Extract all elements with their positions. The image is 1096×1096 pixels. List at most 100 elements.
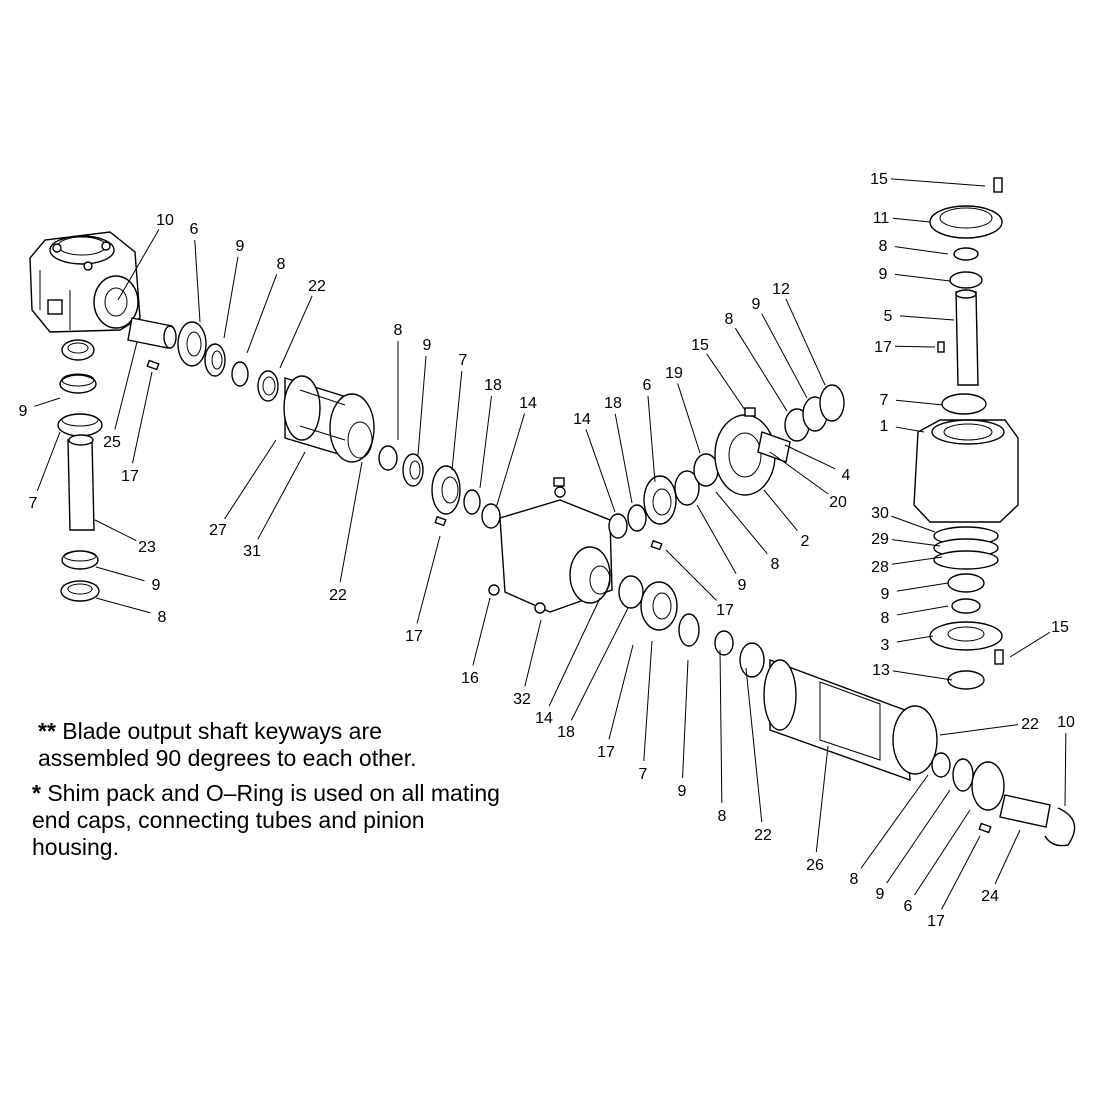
callout-leader-49: [895, 426, 925, 433]
part-number-label: 17: [716, 602, 734, 619]
left-bearing-stack: [57, 373, 103, 602]
part-number-label: 29: [871, 531, 889, 548]
callout-leader-18: [479, 395, 493, 489]
part-number-label: 17: [597, 744, 615, 761]
part-number-label: 9: [236, 238, 245, 255]
part-number-label: 14: [519, 395, 537, 412]
callout-leader-5: [34, 397, 61, 407]
callout-leader-60: [815, 745, 829, 853]
left-blade-shaft: [127, 317, 177, 349]
part-number-label: 14: [573, 411, 591, 428]
part-number-label: 17: [405, 628, 423, 645]
note-keyways-text: Blade output shaft keyways are assembled…: [38, 718, 417, 771]
callout-leader-44: [894, 246, 949, 255]
part-number-label: 20: [829, 494, 847, 511]
callout-leader-43: [892, 217, 931, 223]
callout-leader-56: [892, 670, 953, 681]
part-number-label: 9: [752, 296, 761, 313]
part-number-label: 9: [423, 337, 432, 354]
callout-leader-14: [339, 461, 363, 583]
part-number-label: 8: [879, 238, 888, 255]
callout-leader-36: [784, 444, 836, 470]
part-number-label: 18: [484, 377, 502, 394]
callout-leader-34: [761, 313, 808, 399]
callout-leader-12: [224, 439, 277, 520]
part-number-label: 32: [513, 691, 531, 708]
part-number-label: 8: [277, 256, 286, 273]
left-row-components: [177, 321, 279, 402]
callout-leader-53: [896, 582, 949, 592]
callout-leader-4: [279, 295, 313, 369]
part-number-label: 12: [772, 281, 790, 298]
part-number-label: 8: [771, 556, 780, 573]
part-number-label: 9: [876, 886, 885, 903]
part-number-label: 25: [103, 434, 121, 451]
callout-leader-7: [132, 371, 153, 464]
callout-leader-13: [257, 451, 306, 540]
part-number-label: 11: [873, 210, 890, 227]
part-number-label: 2: [801, 533, 810, 550]
callout-leader-55: [896, 635, 934, 643]
part-number-label: 8: [881, 610, 890, 627]
assembly-notes: ** Blade output shaft keyways are assemb…: [32, 718, 502, 861]
callout-leader-48: [895, 399, 944, 406]
part-number-label: 6: [904, 898, 913, 915]
part-number-label: 30: [871, 505, 889, 522]
callout-leader-40: [696, 504, 737, 574]
callout-leader-11: [95, 597, 151, 614]
part-number-label: 15: [870, 171, 888, 188]
note-shim-pack-mark: *: [32, 780, 41, 806]
part-callouts: 1069822925177239827312289718141716321418…: [19, 171, 1075, 930]
note-shim-pack: * Shim pack and O–Ring is used on all ma…: [32, 780, 502, 861]
part-number-label: 9: [19, 403, 28, 420]
left-connecting-tube: [283, 375, 375, 463]
callout-leader-22: [524, 619, 542, 687]
part-number-label: 13: [872, 662, 890, 679]
callout-leader-28: [585, 429, 616, 513]
part-number-label: 17: [121, 468, 139, 485]
lower-right-row: [618, 575, 1076, 847]
callout-leader-63: [860, 774, 929, 869]
part-number-label: 26: [806, 857, 824, 874]
part-number-label: 8: [850, 871, 859, 888]
part-number-label: 1: [880, 418, 889, 435]
part-number-label: 17: [927, 913, 945, 930]
note-keyways: ** Blade output shaft keyways are assemb…: [32, 718, 418, 772]
callout-leader-0: [117, 229, 160, 301]
callout-leader-16: [417, 355, 427, 456]
callout-leader-57: [1009, 631, 1051, 658]
part-number-label: 7: [880, 392, 889, 409]
part-number-label: 7: [459, 352, 468, 369]
callout-leader-24: [570, 607, 629, 721]
part-number-label: 23: [138, 539, 156, 556]
part-number-label: 7: [639, 766, 648, 783]
callout-leader-17: [451, 370, 463, 471]
callout-leader-10: [95, 566, 145, 582]
part-number-label: 22: [1021, 716, 1039, 733]
callout-leader-20: [416, 535, 441, 624]
part-number-label: 9: [881, 586, 890, 603]
part-number-label: 24: [981, 888, 999, 905]
part-number-label: 31: [243, 543, 261, 560]
note-shim-pack-text: Shim pack and O–Ring is used on all mati…: [32, 780, 500, 860]
callout-leader-25: [608, 644, 634, 740]
callout-leader-31: [677, 383, 701, 454]
callout-leader-33: [734, 327, 788, 412]
callout-leader-54: [896, 605, 949, 616]
part-number-label: 3: [881, 637, 890, 654]
callout-leader-37: [769, 451, 829, 495]
callout-leader-21: [472, 597, 491, 666]
part-number-label: 28: [871, 559, 889, 576]
callout-leader-59: [745, 667, 763, 823]
center-pinion-housing: [488, 477, 613, 614]
callout-leader-29: [614, 413, 633, 504]
part-number-label: 8: [718, 808, 727, 825]
part-number-label: 9: [879, 266, 888, 283]
part-number-label: 4: [842, 467, 851, 484]
callout-leader-52: [891, 556, 943, 565]
callout-leader-26: [643, 640, 653, 762]
part-number-label: 5: [884, 308, 893, 325]
part-number-label: 10: [156, 212, 174, 229]
note-keyways-mark: **: [38, 718, 56, 744]
